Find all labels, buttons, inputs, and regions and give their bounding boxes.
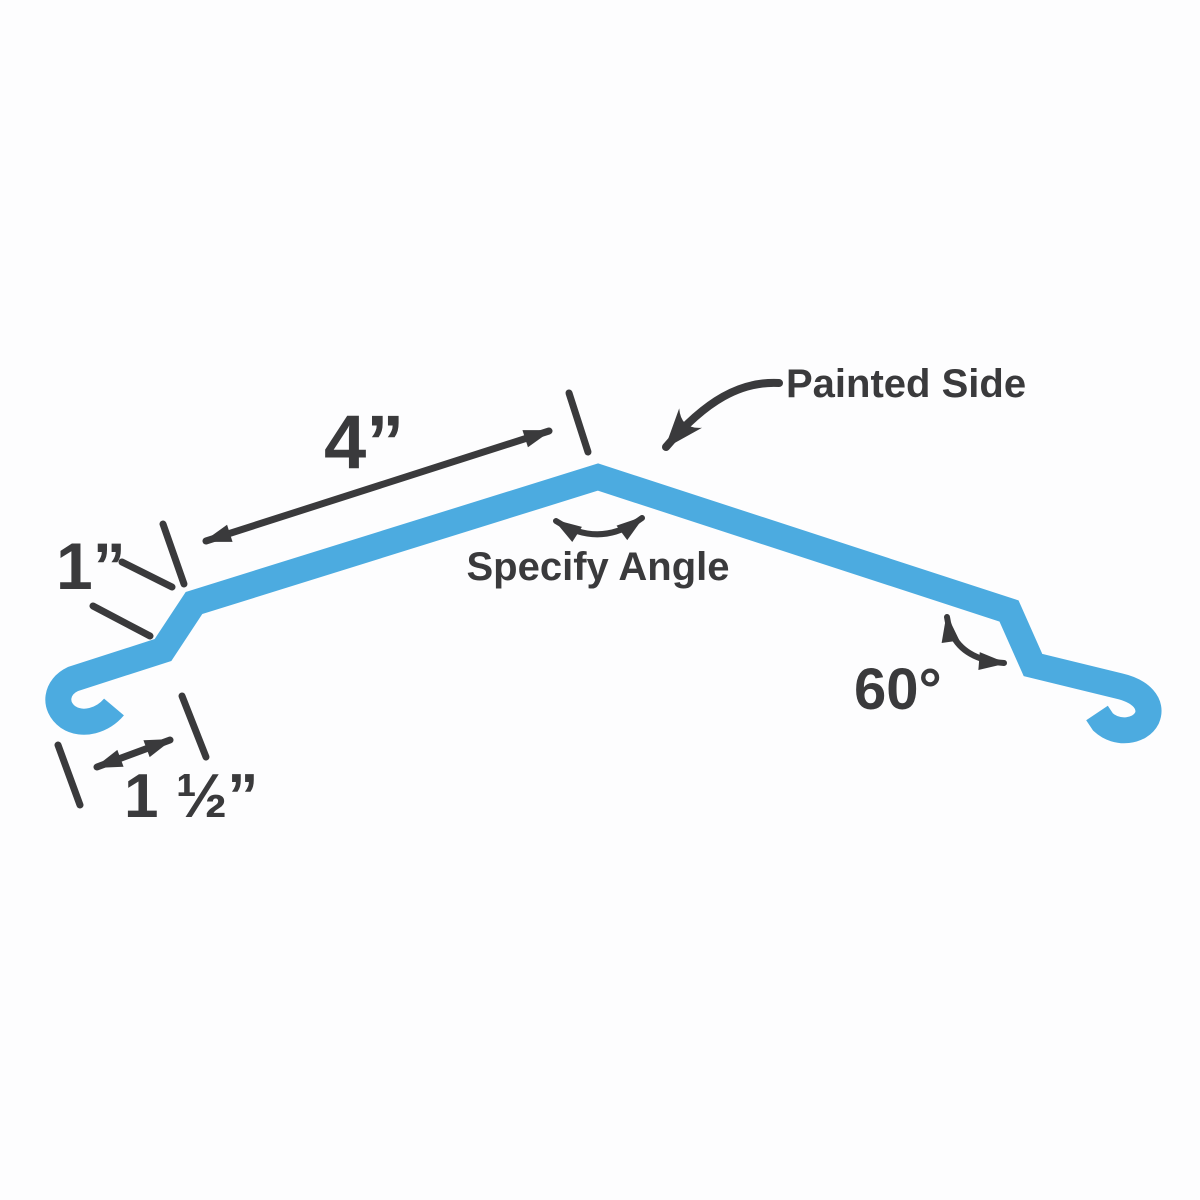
hem-angle-annotation: 60° [854, 614, 1007, 722]
painted-side-label: Painted Side [786, 362, 1026, 406]
extension-tick [89, 602, 154, 640]
dimension-arrow [202, 427, 553, 545]
extension-tick [54, 741, 84, 809]
extension-tick [159, 520, 188, 588]
angle-arc-arrow [941, 614, 1007, 671]
dimension-1in: 1” [56, 529, 176, 640]
extension-tick [118, 558, 176, 591]
angle-arc-arrow [553, 515, 645, 543]
dimension-1-half-in: 1 ½” [54, 692, 258, 831]
painted-side-arrow [662, 378, 783, 451]
slope-width-label: 4” [324, 400, 404, 485]
ridge-angle-annotation: Specify Angle [466, 515, 730, 589]
ridge-angle-label: Specify Angle [466, 545, 729, 589]
painted-side-annotation: Painted Side [662, 362, 1026, 451]
dimension-4in: 4” [159, 389, 592, 588]
extension-tick [178, 692, 210, 761]
hem-angle-label: 60° [854, 657, 942, 722]
extension-tick [565, 389, 592, 456]
hem-width-label: 1 ½” [124, 762, 258, 831]
dimension-arrow [93, 736, 174, 771]
step-height-label: 1” [56, 529, 126, 603]
metal-profile-shape [45, 463, 1162, 744]
